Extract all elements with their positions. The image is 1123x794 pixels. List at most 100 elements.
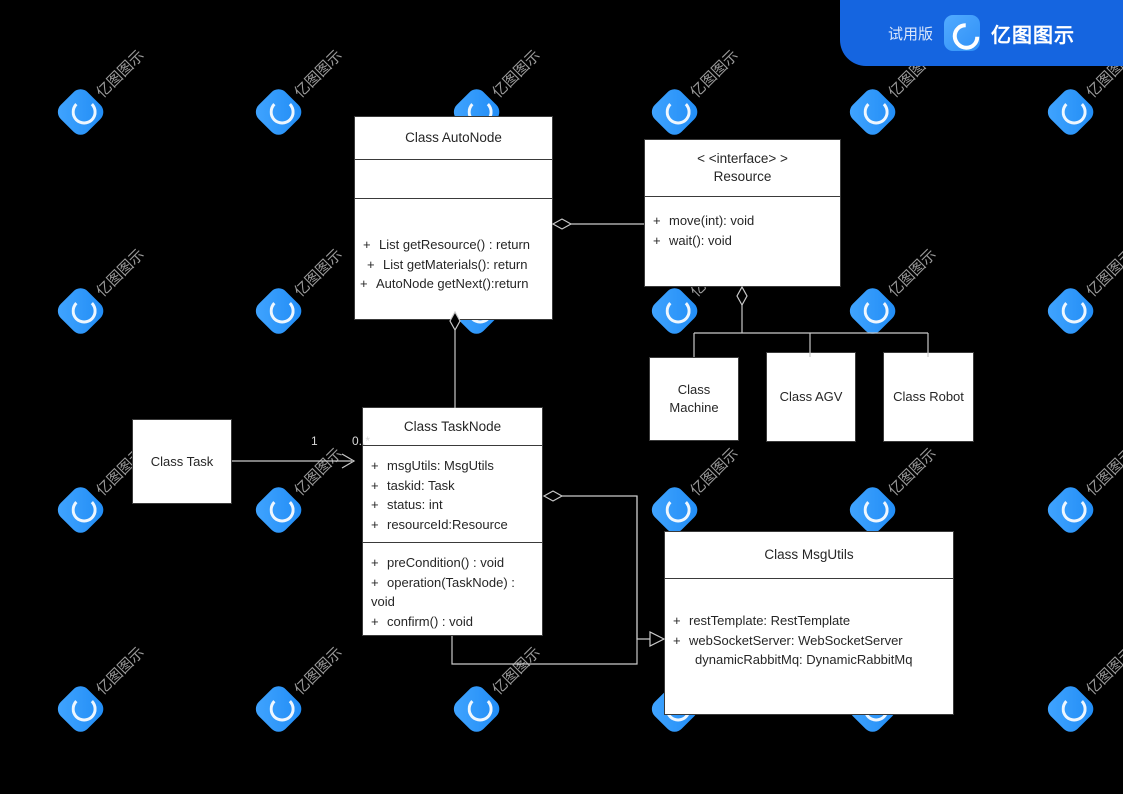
class-title-resource: Resource	[713, 169, 772, 184]
member-text: taskid: Task	[387, 477, 455, 493]
class-box-resource[interactable]: < <interface> > Resource +move(int): voi…	[644, 139, 841, 287]
class-methods-autonode: + List getResource() : return + List getMa…	[355, 198, 552, 320]
class-title-task: Class Task	[150, 453, 214, 469]
edraw-logo-icon	[1043, 483, 1098, 537]
member-text: resourceId:Resource	[387, 516, 508, 532]
member-text: msgUtils: MsgUtils	[387, 458, 494, 473]
class-title-machine-line2: Machine	[669, 400, 719, 415]
visibility: +	[371, 477, 379, 493]
member-text: webSocketServer: WebSocketServer	[689, 632, 903, 648]
member-row: + List getMaterials(): return	[363, 255, 552, 275]
watermark-label: 亿图图示	[488, 46, 544, 102]
watermark-label: 亿图图示	[884, 444, 940, 500]
member-row: + List getResource() : return	[363, 235, 552, 255]
edraw-logo-icon	[845, 284, 900, 338]
multiplicity-task-target: 0..*	[352, 434, 371, 448]
trial-version-badge[interactable]: 试用版 亿图图示	[840, 0, 1123, 66]
class-title-machine-line1: Class	[677, 382, 711, 397]
class-title-autonode: Class AutoNode	[405, 130, 502, 145]
class-methods-tasknode: +preCondition() : void +operation(TaskNo…	[363, 542, 542, 636]
edraw-logo-icon	[647, 85, 702, 139]
class-title-tasknode: Class TaskNode	[403, 418, 502, 434]
member-row: +preCondition() : void	[371, 553, 542, 573]
class-box-robot[interactable]: Class Robot	[883, 352, 974, 442]
edraw-logo-icon	[1043, 284, 1098, 338]
connector-autonode-resource	[551, 218, 644, 230]
edraw-logo-icon	[251, 483, 306, 537]
visibility: +	[673, 613, 681, 628]
member-row: dynamicRabbitMq: DynamicRabbitMq	[673, 650, 953, 670]
edraw-logo-icon	[944, 15, 980, 51]
class-box-tasknode[interactable]: Class TaskNode + msgUtils: MsgUtils + task…	[362, 407, 543, 636]
member-text: move(int): void	[669, 213, 755, 228]
edraw-logo-icon	[845, 483, 900, 537]
edraw-logo-icon	[251, 284, 306, 338]
watermark-label: 亿图图示	[1082, 643, 1123, 699]
watermark-label: 亿图图示	[92, 245, 148, 301]
member-text: operation(TaskNode) : void	[371, 574, 515, 610]
visibility: +	[371, 458, 379, 473]
member-text: dynamicRabbitMq: DynamicRabbitMq	[695, 652, 913, 667]
watermark-tile: 亿图图示	[647, 6, 782, 140]
visibility: +	[371, 613, 379, 629]
class-header-resource: < <interface> > Resource	[645, 140, 840, 196]
member-text: List getResource() : return	[379, 237, 531, 252]
class-attributes-tasknode: + msgUtils: MsgUtils + taskid: Task +statu…	[363, 445, 542, 542]
class-box-autonode[interactable]: Class AutoNode + List getResource() : ret…	[354, 116, 553, 320]
watermark-tile: 亿图图示	[845, 205, 980, 339]
member-row: +status: int	[371, 495, 542, 515]
member-text: List getMaterials(): return	[383, 256, 528, 272]
member-row: +restTemplate: RestTemplate	[673, 611, 953, 631]
visibility: +	[360, 276, 368, 291]
watermark-label: 亿图图示	[92, 643, 148, 699]
class-title-msgutils: Class MsgUtils	[764, 547, 854, 562]
class-attributes-msgutils: +restTemplate: RestTemplate + webSocketSe…	[665, 578, 953, 715]
member-row: + taskid: Task	[371, 476, 542, 496]
member-row: +confirm() : void	[371, 612, 542, 632]
class-box-machine[interactable]: Class Machine	[649, 357, 739, 441]
trial-label: 试用版	[887, 24, 933, 43]
class-title-agv: Class AGV	[779, 389, 843, 404]
edraw-logo-icon	[53, 85, 108, 139]
connector-tasknode-msgutils	[636, 496, 666, 647]
member-row: + msgUtils: MsgUtils	[371, 456, 542, 476]
watermark-label: 亿图图示	[1082, 245, 1123, 301]
visibility: +	[673, 632, 681, 648]
class-box-agv[interactable]: Class AGV	[766, 352, 856, 442]
member-row: +operation(TaskNode) : void	[371, 573, 542, 612]
member-row: + webSocketServer: WebSocketServer	[673, 631, 953, 651]
edraw-logo-icon	[845, 85, 900, 139]
watermark-tile: 亿图图示	[53, 205, 188, 339]
class-box-task[interactable]: Class Task	[132, 419, 232, 504]
watermark-label: 亿图图示	[884, 245, 940, 301]
edraw-logo-icon	[251, 682, 306, 736]
class-box-msgutils[interactable]: Class MsgUtils +restTemplate: RestTempla…	[664, 531, 954, 715]
watermark-label: 亿图图示	[290, 245, 346, 301]
edraw-logo-icon	[53, 682, 108, 736]
brand-label: 亿图图示	[991, 22, 1075, 47]
visibility: +	[371, 574, 379, 590]
connector-resource-subclasses	[693, 285, 929, 357]
watermark-label: 亿图图示	[1082, 444, 1123, 500]
class-stereotype-resource: < <interface> >	[697, 151, 788, 166]
member-row: + resourceId:Resource	[371, 515, 542, 535]
member-text: preCondition() : void	[387, 555, 505, 570]
visibility: +	[371, 497, 379, 512]
watermark-label: 亿图图示	[290, 444, 346, 500]
multiplicity-task-source: 1	[311, 434, 318, 448]
member-text: wait(): void	[669, 232, 732, 248]
edraw-logo-icon	[53, 284, 108, 338]
watermark-label: 亿图图示	[488, 643, 544, 699]
class-title-robot: Class Robot	[893, 389, 964, 404]
visibility: +	[371, 516, 379, 532]
watermark-tile: 亿图图示	[1043, 404, 1123, 538]
visibility: +	[363, 237, 371, 252]
connector-task-tasknode	[232, 453, 356, 469]
edraw-logo-icon	[647, 284, 702, 338]
watermark-tile: 亿图图示	[53, 6, 188, 140]
connector-autonode-tasknode	[449, 310, 461, 408]
visibility: +	[367, 256, 375, 272]
edraw-logo-icon	[53, 483, 108, 537]
class-attributes-autonode	[355, 159, 552, 198]
